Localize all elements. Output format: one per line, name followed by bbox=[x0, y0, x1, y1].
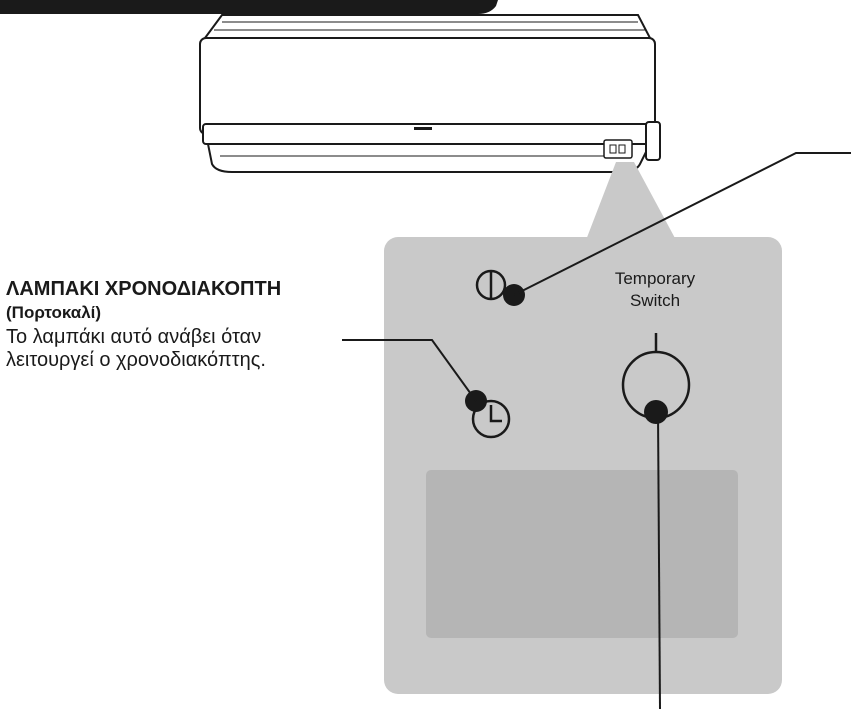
unit-louver bbox=[206, 143, 652, 173]
panel-display-area bbox=[426, 470, 738, 638]
zoom-wedge bbox=[586, 162, 676, 240]
timer-lamp-title: ΛΑΜΠΑΚΙ ΧΡΟΝΟΔΙΑΚΟΠΤΗ bbox=[6, 278, 282, 300]
temporary-switch-leader bbox=[657, 411, 661, 709]
timer-lamp-leader bbox=[342, 339, 477, 402]
unit-front-panel bbox=[199, 37, 656, 135]
switch-label-line2: Switch bbox=[630, 291, 680, 310]
timer-lamp-callout: ΛΑΜΠΑΚΙ ΧΡΟΝΟΔΙΑΚΟΠΤΗ (Πορτοκαλί) Το λαμ… bbox=[6, 276, 336, 372]
switch-label-line1: Temporary bbox=[615, 269, 696, 288]
indoor-unit bbox=[199, 14, 661, 173]
timer-lamp-description: Το λαμπάκι αυτό ανάβει όταν λειτουργεί ο… bbox=[6, 326, 266, 371]
temporary-switch-icon[interactable] bbox=[621, 333, 691, 424]
unit-indicator-window bbox=[603, 139, 633, 159]
power-indicator-leader bbox=[513, 152, 851, 296]
brand-mark bbox=[414, 127, 432, 130]
unit-top-grille bbox=[203, 14, 652, 39]
unit-side-bracket bbox=[645, 121, 661, 161]
header-banner-edge bbox=[0, 0, 498, 14]
timer-lamp-color-note: (Πορτοκαλί) bbox=[6, 303, 102, 322]
